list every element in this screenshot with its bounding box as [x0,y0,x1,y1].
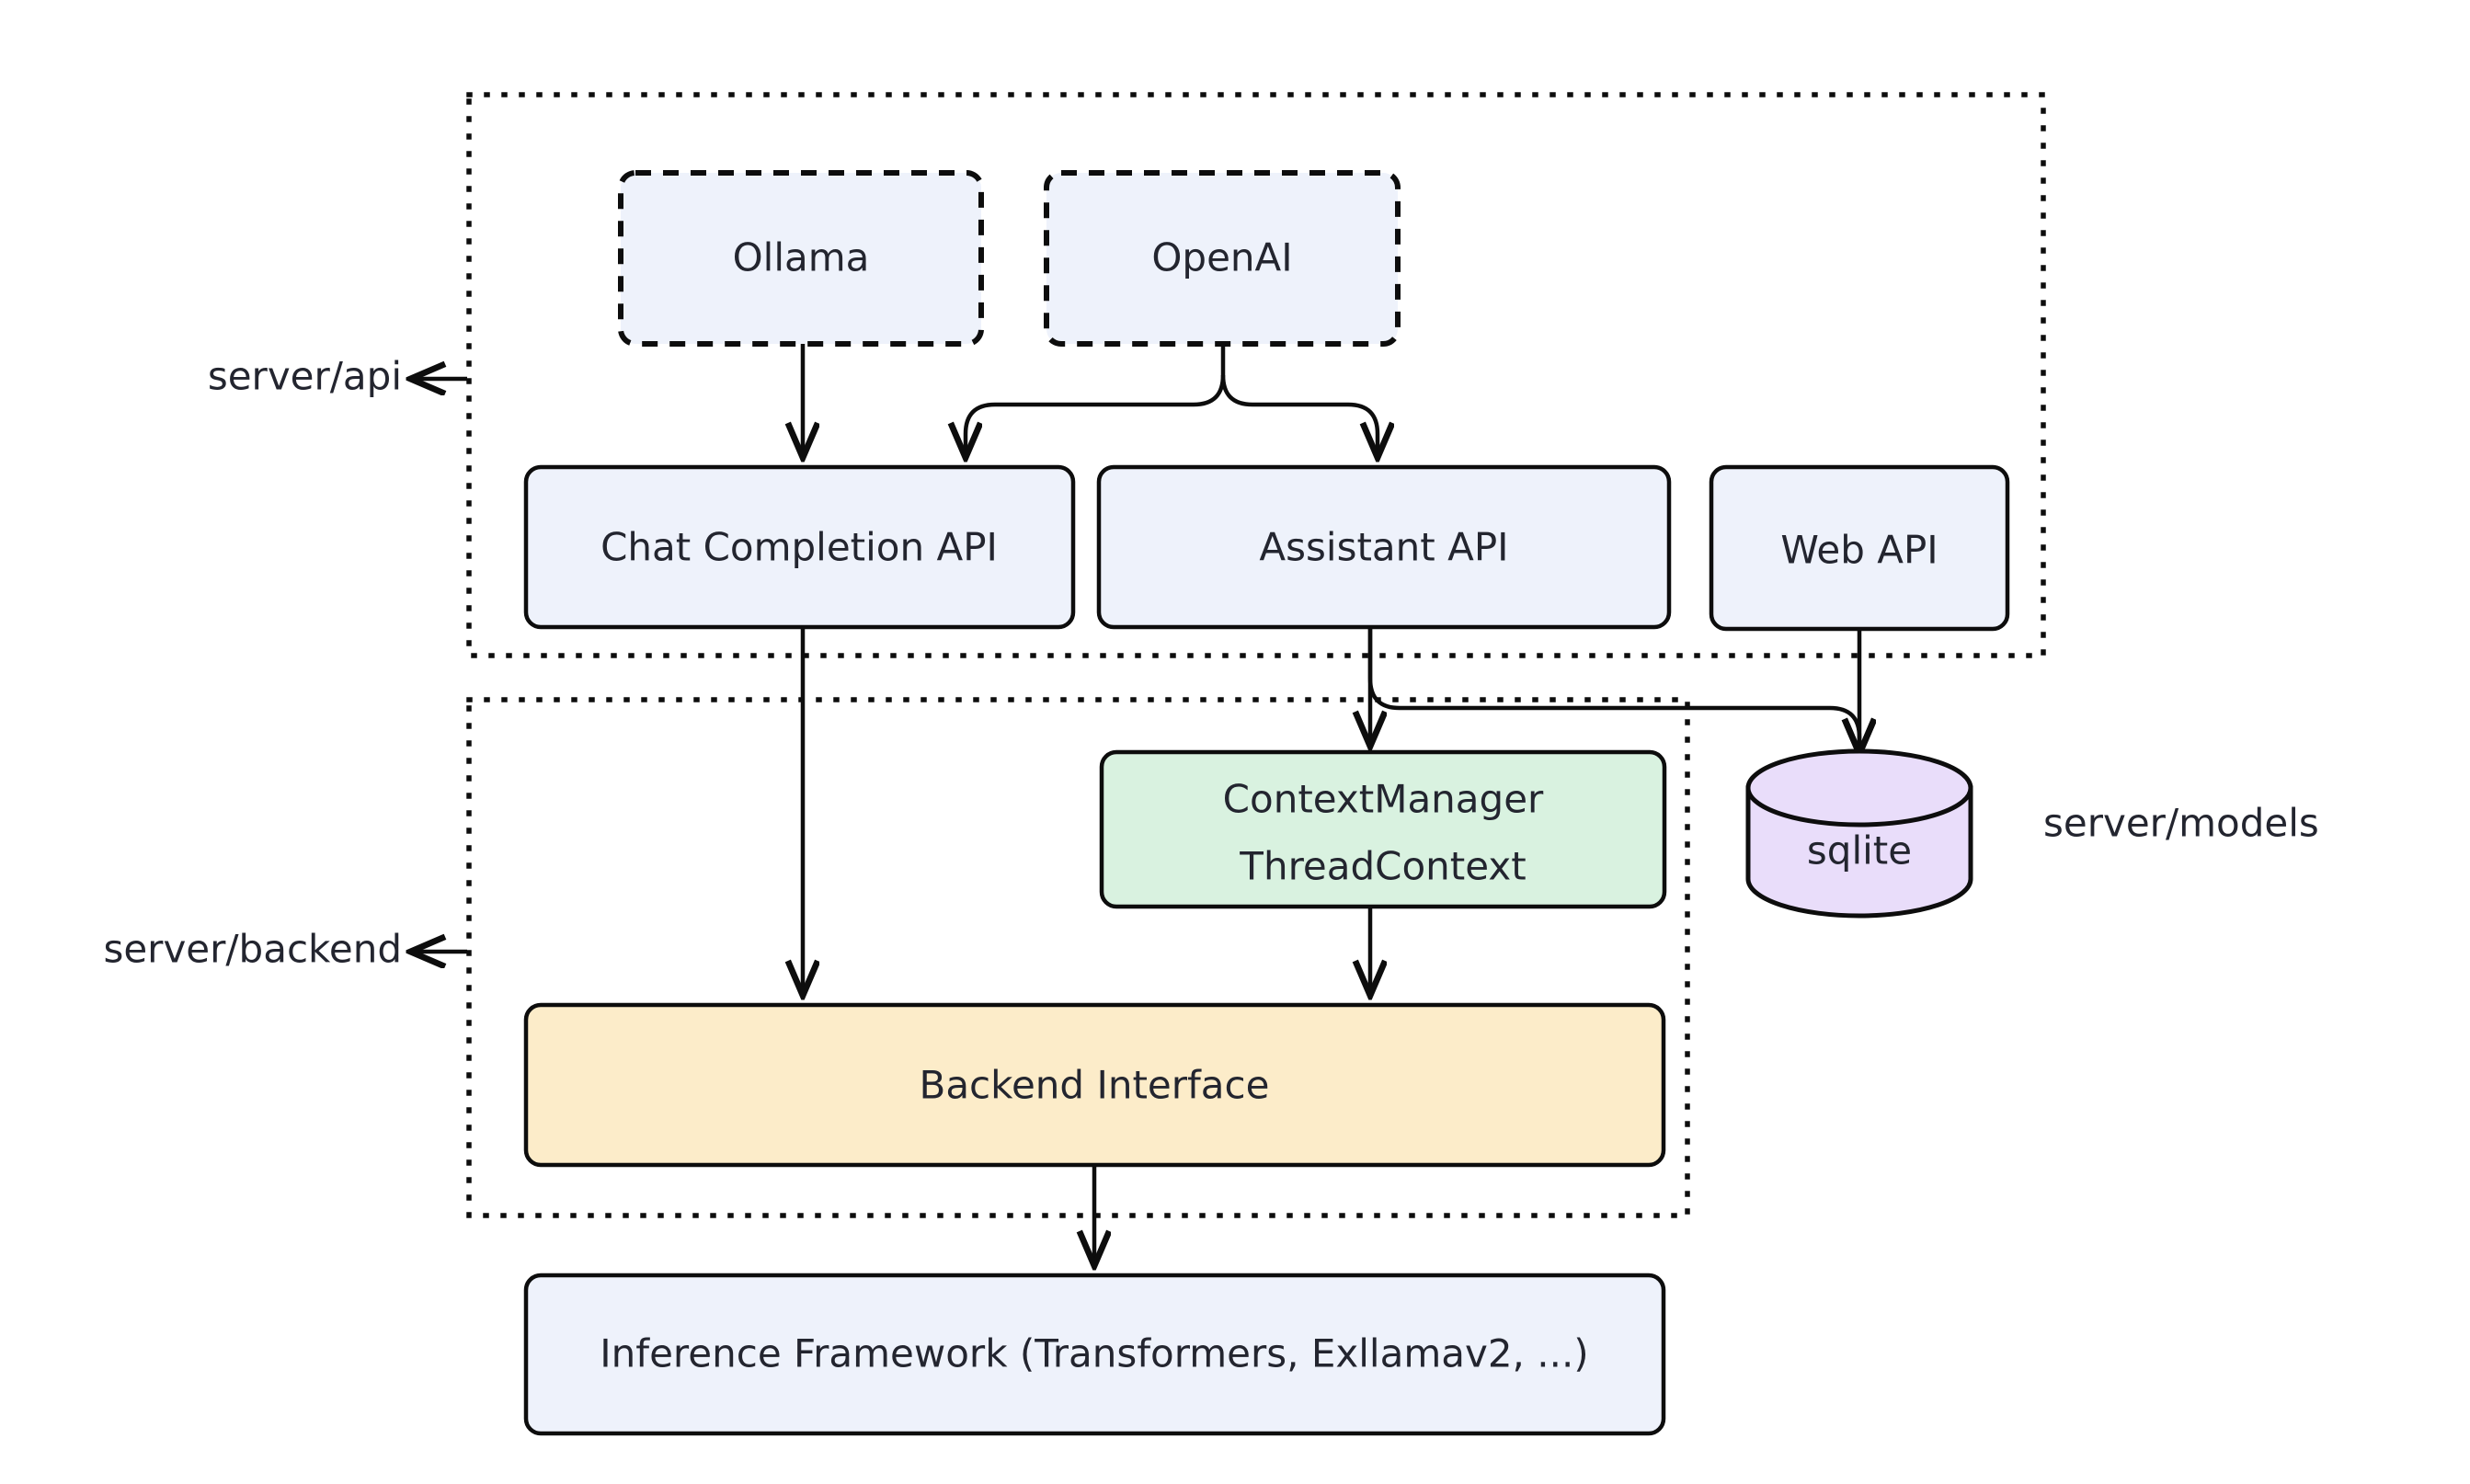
group-container-backend [466,697,1690,1218]
edge-assistant-to-sqlite [1367,627,1859,752]
node-web-api-label: Web API [1780,528,1938,573]
group-container-api [466,92,2046,658]
node-web-api[interactable]: Web API [1709,464,2010,632]
node-context-manager-label-line2: ThreadContext [1239,844,1526,889]
node-context-manager[interactable]: ContextManager ThreadContext [1099,749,1667,909]
node-ollama-label: Ollama [733,235,870,280]
node-assistant-api-label: Assistant API [1259,525,1508,570]
node-openai[interactable]: OpenAI [1044,170,1401,347]
node-inference-framework[interactable]: Inference Framework (Transformers, Exlla… [523,1273,1666,1436]
node-context-manager-label-line1: ContextManager [1223,777,1544,822]
edge-openai-to-chat-completion [966,374,1226,456]
group-label-api: server/api [208,354,402,399]
node-openai-label: OpenAI [1151,235,1292,280]
node-backend-interface-label: Backend Interface [920,1063,1270,1108]
node-inference-framework-label: Inference Framework (Transformers, Exlla… [600,1331,1588,1376]
group-label-backend: server/backend [103,927,402,972]
node-chat-completion-api-label: Chat Completion API [600,525,998,570]
edge-openai-to-assistant [1220,374,1378,456]
node-chat-completion-api[interactable]: Chat Completion API [523,464,1076,630]
node-backend-interface[interactable]: Backend Interface [523,1002,1666,1168]
node-sqlite-label: sqlite [1807,828,1912,873]
node-ollama[interactable]: Ollama [618,170,984,347]
node-assistant-api[interactable]: Assistant API [1096,464,1672,630]
node-sqlite[interactable]: sqlite [1745,748,1973,919]
group-label-models: server/models [2043,801,2319,846]
